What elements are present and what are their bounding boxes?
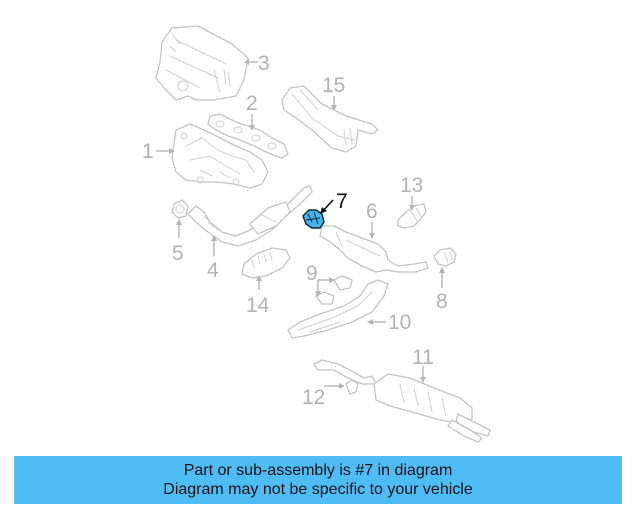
callout-15: 15 <box>322 74 345 97</box>
callout-5: 5 <box>172 242 184 265</box>
callout-1: 1 <box>142 140 154 163</box>
info-banner: Part or sub-assembly is #7 in diagram Di… <box>14 456 622 504</box>
callout-4: 4 <box>207 259 219 282</box>
part-11-muffler[interactable] <box>313 359 491 443</box>
part-8-hanger[interactable] <box>433 247 457 267</box>
callout-7-highlighted: 7 <box>320 190 348 214</box>
banner-line-disclaimer: Diagram may not be specific to your vehi… <box>163 481 473 498</box>
part-6-resonator-pipe[interactable] <box>319 225 429 273</box>
part-10-heat-shield[interactable] <box>287 279 389 339</box>
callout-6: 6 <box>366 200 378 223</box>
callout-11: 11 <box>412 346 434 369</box>
callout-numbers: 3 15 2 1 5 4 14 6 13 8 9 10 11 12 <box>142 52 448 409</box>
callout-8: 8 <box>436 290 448 313</box>
part-4-front-pipe-converter[interactable] <box>187 185 313 247</box>
part-3-heat-shield[interactable] <box>155 25 249 101</box>
part-12-clamp[interactable] <box>345 379 359 395</box>
exhaust-parts-diagram: 3 15 2 1 5 4 14 6 13 8 9 10 11 12 7 <box>142 25 491 443</box>
part-13-bracket[interactable] <box>397 203 427 229</box>
part-9-hangers[interactable] <box>315 275 353 305</box>
callout-2: 2 <box>246 92 258 115</box>
part-14-heat-shield[interactable] <box>241 247 291 279</box>
banner-line-part-number: Part or sub-assembly is #7 in diagram <box>183 462 453 479</box>
part-7-clamp-highlighted[interactable] <box>302 209 325 229</box>
part-15-heat-shield[interactable] <box>281 85 379 153</box>
callout-10: 10 <box>388 311 411 334</box>
callout-13: 13 <box>400 174 423 197</box>
part-2-gasket[interactable] <box>207 113 289 159</box>
callout-7: 7 <box>336 190 348 213</box>
part-1-exhaust-manifold[interactable] <box>171 123 269 189</box>
callout-14: 14 <box>246 294 270 317</box>
callout-3: 3 <box>258 52 270 75</box>
callout-12: 12 <box>302 386 325 409</box>
callout-leaders <box>156 59 445 389</box>
part-5-gasket[interactable] <box>171 199 189 219</box>
callout-9: 9 <box>306 262 318 285</box>
